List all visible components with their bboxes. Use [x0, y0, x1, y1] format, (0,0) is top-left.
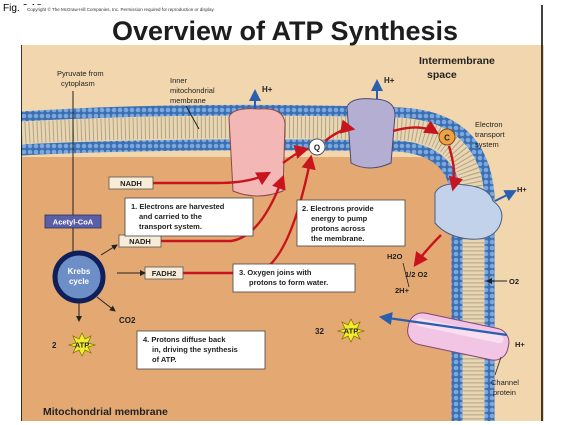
- ets-label-line2: transport: [475, 130, 506, 139]
- step-box-4: 4. Protons diffuse back in, driving the …: [137, 331, 265, 369]
- step-1-line-3: transport system.: [139, 222, 202, 231]
- atp-label-right: ATP: [344, 327, 358, 336]
- inner-membrane-label-line3: membrane: [170, 96, 206, 105]
- atp-synthesis-diagram: Copyright © The McGraw-Hill Companies, I…: [21, 5, 544, 421]
- o2-label: O2: [509, 277, 519, 286]
- ets-label: Electron: [475, 120, 503, 129]
- nadh-label-2: NADH: [129, 237, 151, 246]
- pyruvate-label: Pyruvate from: [57, 69, 104, 78]
- atp-count-right: 32: [315, 327, 324, 336]
- q-label: Q: [314, 144, 320, 153]
- fadh2-label: FADH2: [152, 269, 177, 278]
- step-4-line-1: 4. Protons diffuse back: [143, 335, 226, 344]
- step-2-line-2: energy to pump: [311, 214, 368, 223]
- pyruvate-label-line2: cytoplasm: [61, 79, 95, 88]
- acetyl-coa-label: Acetyl-CoA: [53, 218, 94, 227]
- intermembrane-label: Intermembrane: [419, 55, 495, 67]
- half-o2-label: 1/2 O2: [405, 270, 428, 279]
- krebs-label-line2: cycle: [69, 277, 90, 286]
- step-2-line-4: the membrane.: [311, 234, 364, 243]
- page-title: Overview of ATP Synthesis: [112, 16, 458, 46]
- inner-membrane-label: Inner: [170, 76, 188, 85]
- h-plus-4: H+: [515, 340, 525, 349]
- h-plus-3: H+: [517, 185, 527, 194]
- h-plus-2: H+: [384, 76, 395, 85]
- nadh-label-1: NADH: [120, 179, 142, 188]
- atp-label-left: ATP: [75, 341, 89, 350]
- channel-label: Channel: [491, 378, 519, 387]
- atp-synthesis-figure: Copyright © The McGraw-Hill Companies, I…: [21, 5, 544, 421]
- step-2-line-1: 2. Electrons provide: [302, 204, 374, 213]
- two-h-label: 2H+: [395, 286, 410, 295]
- mitochondrial-membrane-label: Mitochondrial membrane: [43, 406, 168, 418]
- step-box-1: 1. Electrons are harvested and carried t…: [125, 198, 253, 236]
- step-box-3: 3. Oxygen joins with protons to form wat…: [233, 264, 355, 292]
- step-box-2: 2. Electrons provide energy to pump prot…: [297, 200, 405, 246]
- step-1-line-2: and carried to the: [139, 212, 202, 221]
- step-4-line-2: in, driving the synthesis: [152, 345, 238, 354]
- step-2-line-3: protons across: [311, 224, 365, 233]
- step-4-line-3: of ATP.: [152, 355, 176, 364]
- copyright-text: Copyright © The McGraw-Hill Companies, I…: [27, 6, 215, 12]
- step-3-line-2: protons to form water.: [249, 278, 328, 287]
- h-plus-1: H+: [262, 85, 273, 94]
- step-1-line-1: 1. Electrons are harvested: [131, 202, 225, 211]
- ets-label-line3: system: [475, 140, 499, 149]
- channel-label-line2: protein: [493, 388, 516, 397]
- inner-membrane-label-line2: mitochondrial: [170, 86, 215, 95]
- step-3-line-1: 3. Oxygen joins with: [239, 268, 312, 277]
- protein-complex-2: [347, 99, 395, 168]
- co2-label: CO2: [119, 316, 136, 325]
- h2o-label: H2O: [387, 252, 403, 261]
- c-label: C: [444, 134, 450, 143]
- intermembrane-space-label: space: [427, 69, 457, 81]
- atp-count-left: 2: [52, 341, 57, 350]
- krebs-label: Krebs: [68, 267, 91, 276]
